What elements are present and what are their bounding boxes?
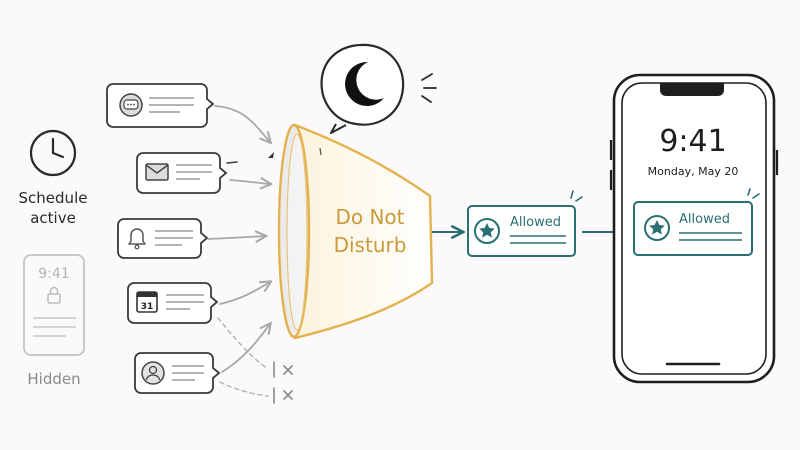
chat-icon — [119, 93, 143, 117]
calendar-icon-day: 31 — [141, 302, 154, 312]
mail-icon — [145, 163, 169, 181]
incoming-arrows — [207, 105, 270, 373]
moon-sparkle-lines — [421, 73, 437, 103]
allowed-card: Allowed — [467, 190, 583, 257]
notification-mail — [136, 152, 238, 194]
do-not-disturb-funnel: Do Not Disturb — [277, 123, 434, 340]
schedule-label-line1: Schedule — [19, 189, 88, 207]
funnel-label-line1: Do Not — [335, 205, 404, 229]
x-icon — [283, 390, 293, 400]
star-icon — [474, 218, 500, 244]
schedule-indicator: Schedule active — [19, 129, 88, 227]
calendar-icon: 31 — [136, 291, 158, 313]
notification-calendar: 31 — [127, 282, 219, 324]
star-icon — [644, 215, 670, 241]
notification-bell — [117, 218, 209, 259]
phone-notification-label: Allowed — [679, 212, 730, 227]
notification-person — [134, 352, 221, 394]
hidden-label: Hidden — [27, 370, 80, 388]
phone: 9:41 Monday, May 20 Allowed — [609, 73, 779, 384]
blocked-markers — [273, 361, 293, 404]
blocked-paths — [217, 317, 269, 397]
phone-notch — [660, 83, 724, 96]
lock-icon — [47, 286, 61, 304]
x-icon — [283, 365, 293, 375]
bell-icon — [128, 228, 146, 250]
hidden-card: 9:41 — [23, 254, 85, 356]
allowed-card-label: Allowed — [510, 215, 561, 230]
person-icon — [141, 361, 165, 385]
phone-time: 9:41 — [659, 124, 726, 159]
moon-icon — [345, 61, 384, 106]
clock-icon — [29, 129, 77, 177]
hidden-card-time: 9:41 — [38, 266, 69, 282]
funnel-label-line2: Disturb — [334, 233, 407, 257]
phone-date: Monday, May 20 — [648, 165, 739, 178]
moon-badge — [320, 43, 437, 134]
spark-mark — [268, 152, 274, 158]
notification-chat — [106, 83, 215, 128]
phone-allowed-notification: Allowed — [633, 188, 760, 256]
schedule-label-line2: active — [30, 209, 76, 227]
